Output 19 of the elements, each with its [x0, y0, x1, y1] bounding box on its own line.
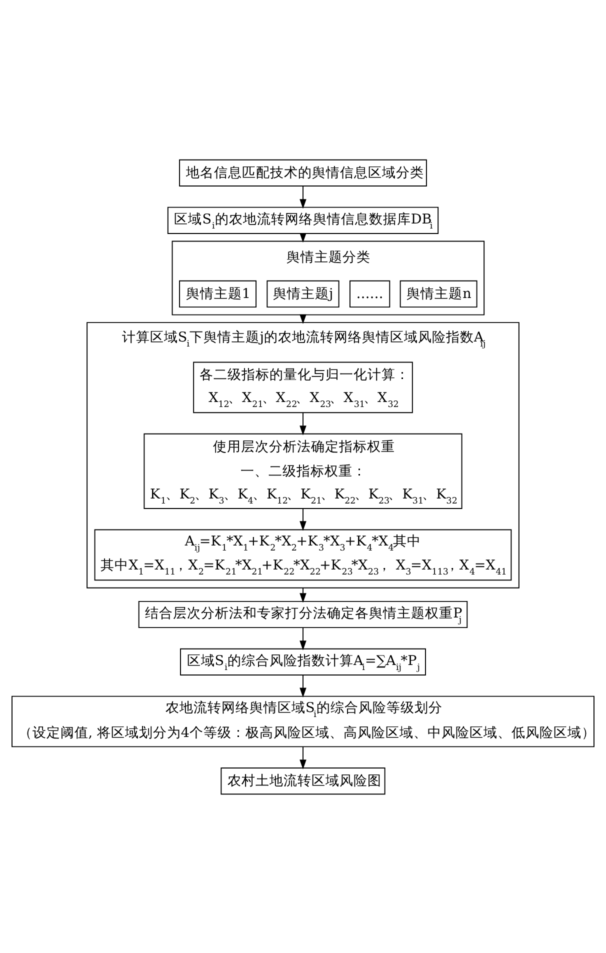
node-box: …… — [349, 280, 390, 308]
arrow — [300, 674, 306, 697]
node-box: 地名信息匹配技术的舆情信息区域分类 — [179, 158, 427, 186]
node-box: 舆情主题1 — [179, 280, 257, 308]
node-box: 农村土地流转区域风险图 — [220, 767, 386, 794]
node-box: A$_{ij}$=K$_{1}$*X$_{1}$+K$_{2}$*X$_{2}$+K$_{3}$*X$_{3}$+K$_{4}$*X$_{4}$其中 其中X$_{1}$=X$_{11}$，X$_{2}$=K$_{21}$*X$_{21}$+K$_{22}$*X$_{22}$+K$_{23}$*X$_{23}$， X$_{3}$=X$_{113}$，X$_{4}$=X$_{41}$ — [94, 528, 512, 580]
arrow — [300, 626, 306, 650]
arrow — [300, 586, 306, 602]
node-box: 舆情主题j — [266, 280, 340, 308]
arrow — [300, 508, 306, 530]
node-box: 使用层次分析法确定指标权重 一、二级指标权重： K$_{1}$、K$_{2}$、K$_{3}$、K$_{4}$、K$_{12}$、K$_{21}$、K$_{22}$、K$_{23}$、K$_{31}$、K$_{32}$ — [144, 432, 462, 508]
node-box: 各二级指标的量化与归一化计算： X$_{12}$、X$_{21}$、X$_{22}$、X$_{23}$、X$_{31}$、X$_{32}$ — [193, 361, 413, 413]
node-box: 舆情主题n — [400, 280, 478, 308]
arrow — [300, 412, 306, 435]
node-box: 结合层次分析法和专家打分法确定各舆情主题权重P$_{j}$ — [138, 600, 468, 628]
arrow — [300, 185, 306, 208]
node-box: 区域S$_{i}$的综合风险指数计算A$_{i}$=∑A$_{ij}$*P$_{j}$ — [180, 648, 426, 675]
node-box: 农地流转网络舆情区域S$_{i}$的综合风险等级划分 （设定阈值, 将区域划分为4个等级：极高风险区域、高风险区域、中风险区域、低风险区域） — [12, 695, 594, 747]
arrow — [300, 746, 306, 769]
